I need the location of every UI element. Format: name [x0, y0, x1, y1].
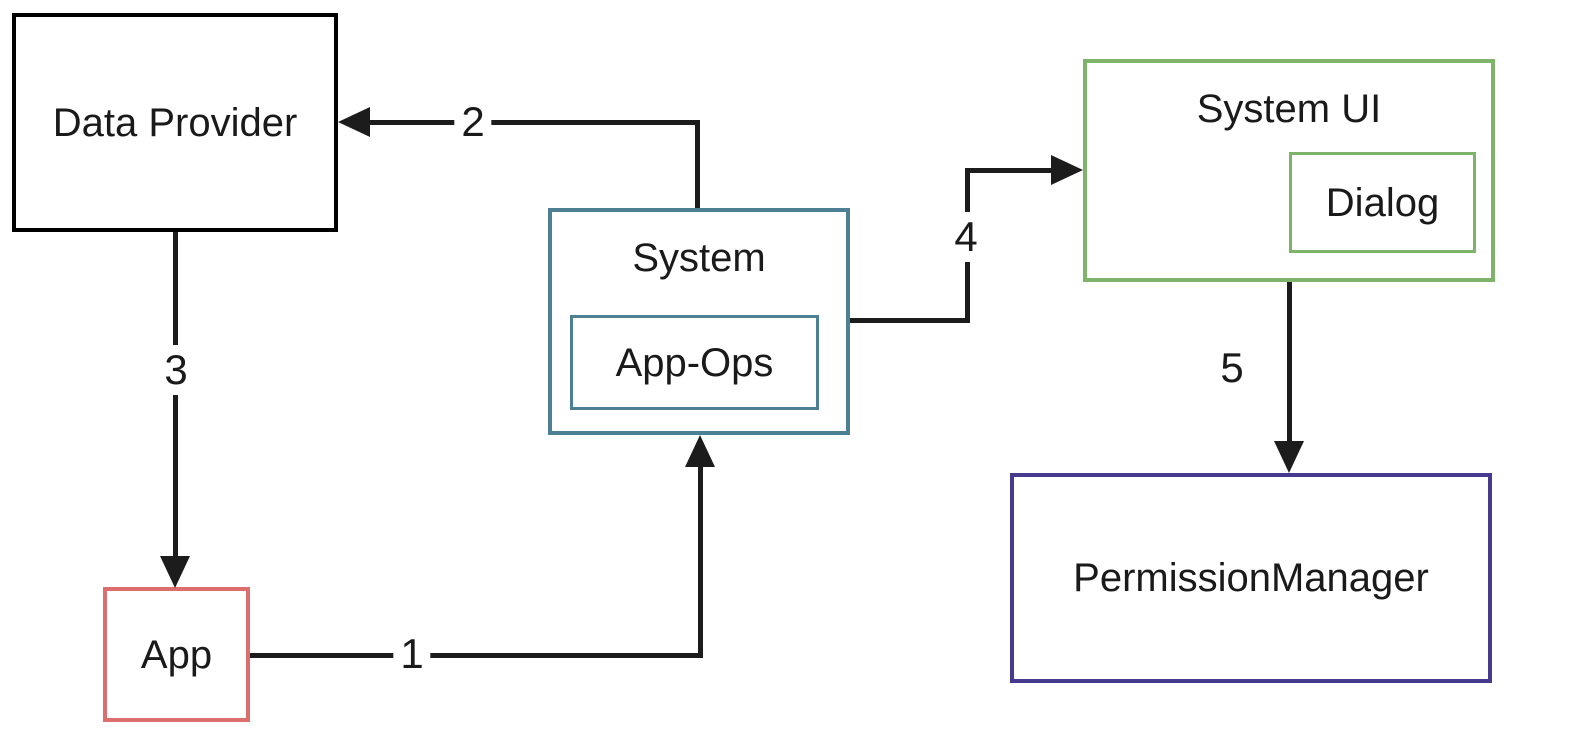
permission-manager-label: PermissionManager [1073, 556, 1429, 600]
edge-5-segment-vertical [1287, 282, 1292, 442]
system-ui-node: System UI Dialog [1083, 59, 1495, 282]
edge-4-segment-horizontal-upper [968, 168, 1051, 173]
edge-3-arrowhead-icon [160, 556, 190, 588]
edge-4-segment-horizontal-lower [850, 318, 968, 323]
edge-4-label: 4 [947, 212, 985, 262]
system-node: System App-Ops [548, 208, 850, 435]
app-label: App [140, 632, 213, 677]
app-ops-node: App-Ops [570, 315, 819, 410]
edge-5-label: 5 [1220, 344, 1244, 391]
edge-2-label: 2 [454, 97, 492, 147]
edge-2-segment-vertical [695, 120, 700, 208]
edge-4-arrowhead-icon [1051, 155, 1083, 185]
system-ui-label: System UI [1196, 87, 1382, 131]
app-node: App [103, 587, 250, 722]
data-provider-node: Data Provider [12, 13, 338, 232]
dialog-node: Dialog [1289, 152, 1476, 253]
permission-manager-node: PermissionManager [1010, 473, 1492, 683]
edge-5-arrowhead-icon [1274, 441, 1304, 473]
edge-1-label: 1 [393, 629, 431, 679]
edge-1-segment-horizontal [250, 653, 700, 658]
app-ops-label: App-Ops [615, 340, 774, 385]
edge-2-segment-horizontal [370, 120, 698, 125]
edge-2-arrowhead-icon [338, 107, 370, 137]
edge-1-arrowhead-icon [685, 435, 715, 467]
system-label: System [632, 236, 766, 280]
edge-3-label: 3 [157, 345, 195, 395]
edge-1-segment-vertical [698, 460, 703, 658]
data-provider-label: Data Provider [52, 100, 298, 145]
dialog-label: Dialog [1325, 180, 1440, 225]
